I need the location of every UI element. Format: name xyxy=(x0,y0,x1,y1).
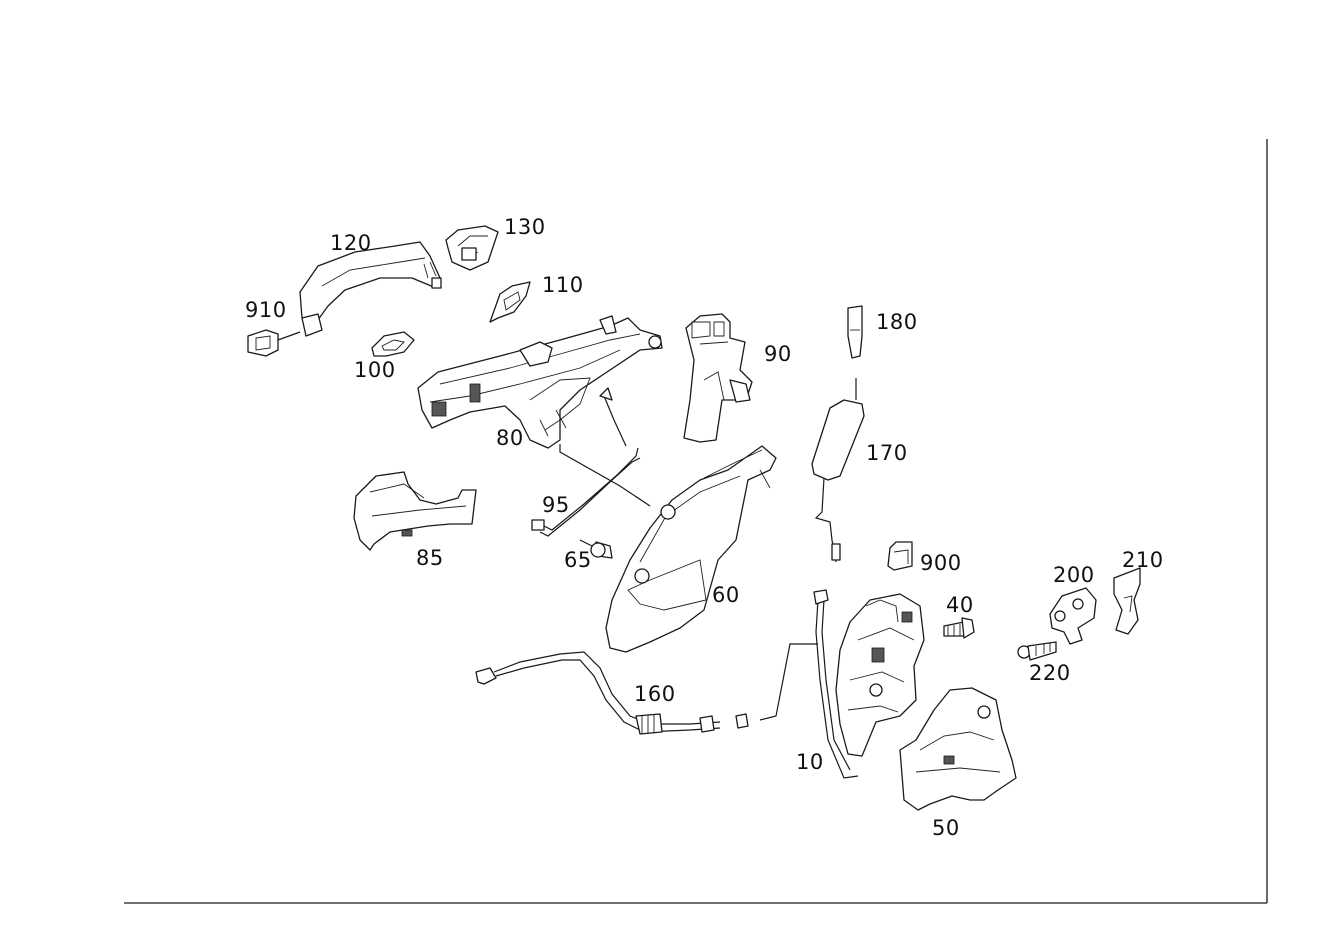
door-handle-icon[interactable] xyxy=(299,241,442,337)
bracket-icon[interactable] xyxy=(683,313,753,443)
callout-130: 130 xyxy=(504,215,546,239)
door-lock-icon[interactable] xyxy=(813,589,925,779)
handle-seal-icon[interactable] xyxy=(371,331,415,357)
lock-cover-icon[interactable] xyxy=(899,687,1017,811)
handle-carrier-icon[interactable] xyxy=(417,315,663,449)
callout-95: 95 xyxy=(542,493,570,517)
callout-85: 85 xyxy=(416,546,444,570)
lock-rod-icon[interactable] xyxy=(811,378,865,563)
handle-cap-icon[interactable] xyxy=(445,225,499,271)
callout-90: 90 xyxy=(764,342,792,366)
lock-housing-plate-icon[interactable] xyxy=(605,445,777,653)
callout-110: 110 xyxy=(542,273,584,297)
callout-170: 170 xyxy=(866,441,908,465)
screw-icon[interactable] xyxy=(579,539,613,559)
lock-knob-icon[interactable] xyxy=(847,305,863,359)
striker-icon[interactable] xyxy=(1049,587,1097,645)
cap-icon[interactable] xyxy=(887,541,913,571)
callout-100: 100 xyxy=(354,358,396,382)
callout-50: 50 xyxy=(932,816,960,840)
lock-cylinder-cover-icon[interactable] xyxy=(247,329,301,357)
callout-900: 900 xyxy=(920,551,962,575)
bowden-cable-icon[interactable] xyxy=(475,643,818,735)
screw-icon[interactable] xyxy=(1017,641,1057,661)
gasket-icon[interactable] xyxy=(489,281,531,323)
callout-60: 60 xyxy=(712,583,740,607)
callout-180: 180 xyxy=(876,310,918,334)
bolt-icon[interactable] xyxy=(943,617,975,639)
connecting-rod-icon[interactable] xyxy=(531,387,651,537)
callout-120: 120 xyxy=(330,231,372,255)
callout-200: 200 xyxy=(1053,563,1095,587)
cover-icon[interactable] xyxy=(353,471,477,551)
callout-910: 910 xyxy=(245,298,287,322)
callout-65: 65 xyxy=(564,548,592,572)
callout-10: 10 xyxy=(796,750,824,774)
callout-160: 160 xyxy=(634,682,676,706)
callout-40: 40 xyxy=(946,593,974,617)
callout-220: 220 xyxy=(1029,661,1071,685)
striker-shim-icon[interactable] xyxy=(1113,567,1141,635)
callout-210: 210 xyxy=(1122,548,1164,572)
callout-80: 80 xyxy=(496,426,524,450)
